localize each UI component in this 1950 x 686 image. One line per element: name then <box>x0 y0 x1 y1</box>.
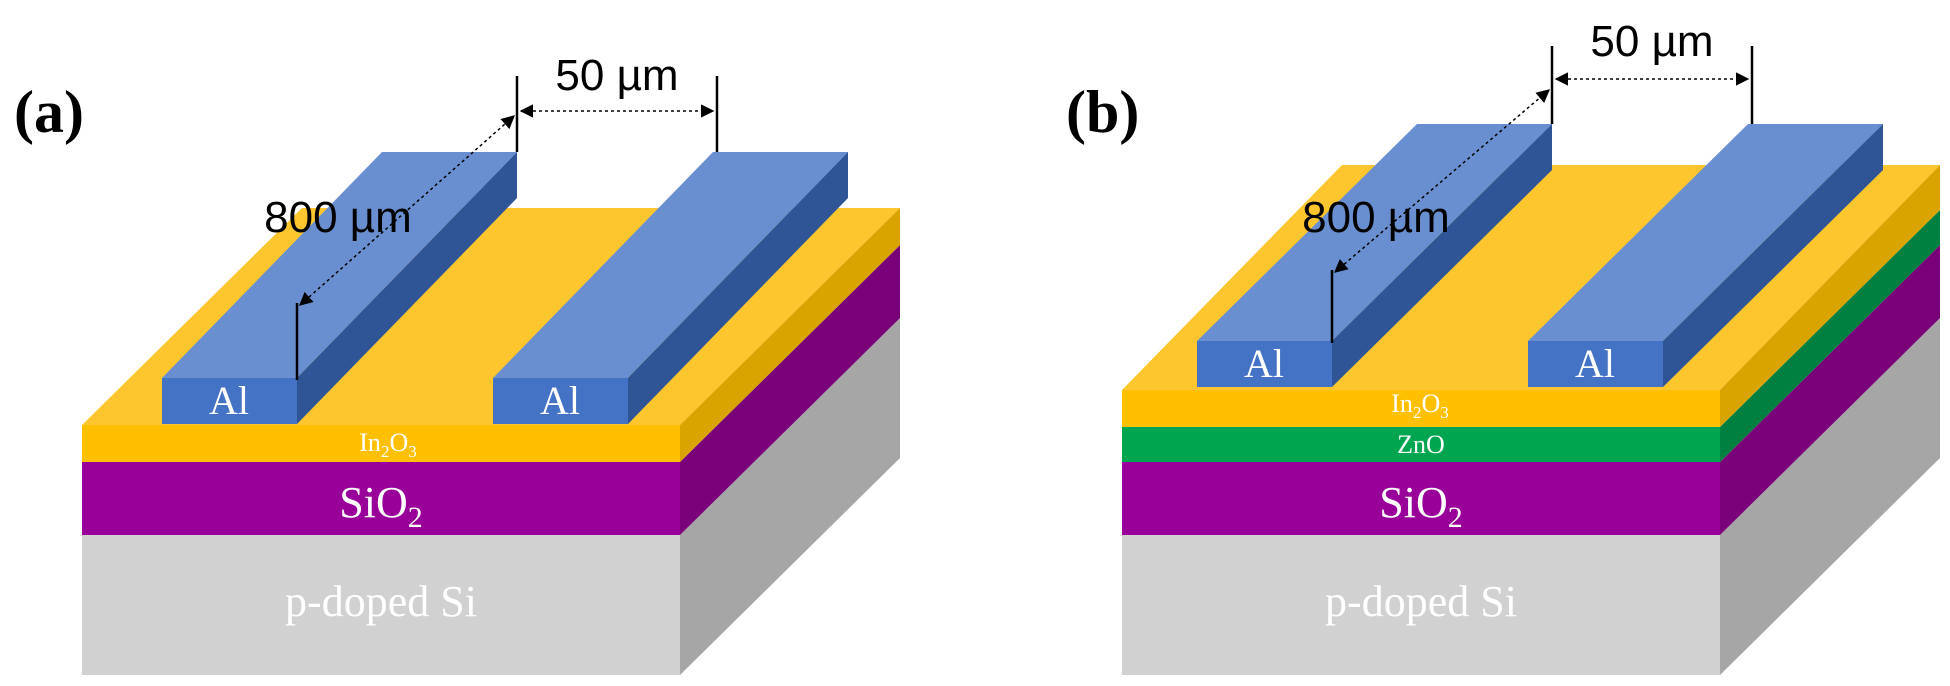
panel-a-si-label: p-doped Si <box>285 577 477 626</box>
panel-b-sio2-front <box>1122 462 1720 535</box>
panel-a-al-left-front <box>162 378 297 424</box>
panel-a-sio2-label: SiO2 <box>339 478 422 534</box>
panel-a-in2o3-front <box>82 425 680 462</box>
panel-a-al-right-top <box>493 152 848 378</box>
panel-a-dimension-width: 50 µm <box>515 51 719 152</box>
panel-b-zno-side <box>1720 210 1940 462</box>
panel-b-si-side <box>1720 318 1940 675</box>
panel-b-al-left-front <box>1197 341 1332 387</box>
panel-a-in2o3-label: In2O3 <box>359 428 416 461</box>
panel-b-si-label: p-doped Si <box>1325 577 1517 626</box>
panel-a-al-left-label: Al <box>209 378 249 423</box>
panel-a-dimension-length: 800 µm <box>264 115 516 380</box>
panel-a-label: (a) <box>14 79 84 145</box>
panel-b-dimension-width: 50 µm <box>1550 17 1754 124</box>
panel-b-label: (b) <box>1066 79 1139 145</box>
panel-b-sio2-side <box>1720 245 1940 535</box>
panel-b-dimension-length: 800 µm <box>1302 89 1551 343</box>
panel-a-sio2-layer: SiO2 <box>82 245 900 535</box>
panel-b-al-right-side <box>1663 124 1883 387</box>
panel-b-sio2-layer: SiO2 <box>1122 245 1940 535</box>
panel-a: (a) p-doped Si SiO2 In2O3 Al <box>14 51 900 675</box>
panel-b-al-right-label: Al <box>1575 341 1615 386</box>
panel-b-al-right-top <box>1528 124 1883 341</box>
panel-a-width-label: 50 µm <box>555 51 678 100</box>
panel-a-al-right-front <box>493 378 628 424</box>
panel-b: (b) p-doped Si SiO2 ZnO In2O3 <box>1066 17 1940 675</box>
panel-b-dim-arrow-length <box>1333 89 1551 273</box>
panel-b-width-label: 50 µm <box>1590 17 1713 66</box>
panel-a-si-side <box>680 318 900 675</box>
panel-a-substrate-layer: p-doped Si <box>82 318 900 675</box>
panel-a-si-front <box>82 535 680 675</box>
panel-b-al-right-front <box>1528 341 1663 387</box>
panel-a-sio2-side <box>680 245 900 535</box>
panel-b-substrate-layer: p-doped Si <box>1122 318 1940 675</box>
panel-b-sio2-label: SiO2 <box>1379 478 1462 534</box>
panel-a-length-label: 800 µm <box>264 193 412 242</box>
panel-a-in2o3-side <box>680 208 900 462</box>
panel-a-sio2-front <box>82 462 680 535</box>
panel-b-al-left-label: Al <box>1244 341 1284 386</box>
panel-b-length-label: 800 µm <box>1302 193 1450 242</box>
panel-b-electrode-right: Al <box>1528 124 1883 387</box>
panel-a-al-right-side <box>628 152 848 424</box>
panel-a-al-right-label: Al <box>540 378 580 423</box>
panel-b-zno-layer: ZnO <box>1122 210 1940 462</box>
panel-b-zno-front <box>1122 427 1720 462</box>
panel-a-electrode-right: Al <box>493 152 848 424</box>
panel-b-in2o3-side <box>1720 165 1940 427</box>
panel-b-in2o3-front <box>1122 390 1720 427</box>
panel-b-in2o3-label: In2O3 <box>1391 389 1448 422</box>
panel-b-si-front <box>1122 535 1720 675</box>
panel-b-zno-label: ZnO <box>1397 430 1445 459</box>
